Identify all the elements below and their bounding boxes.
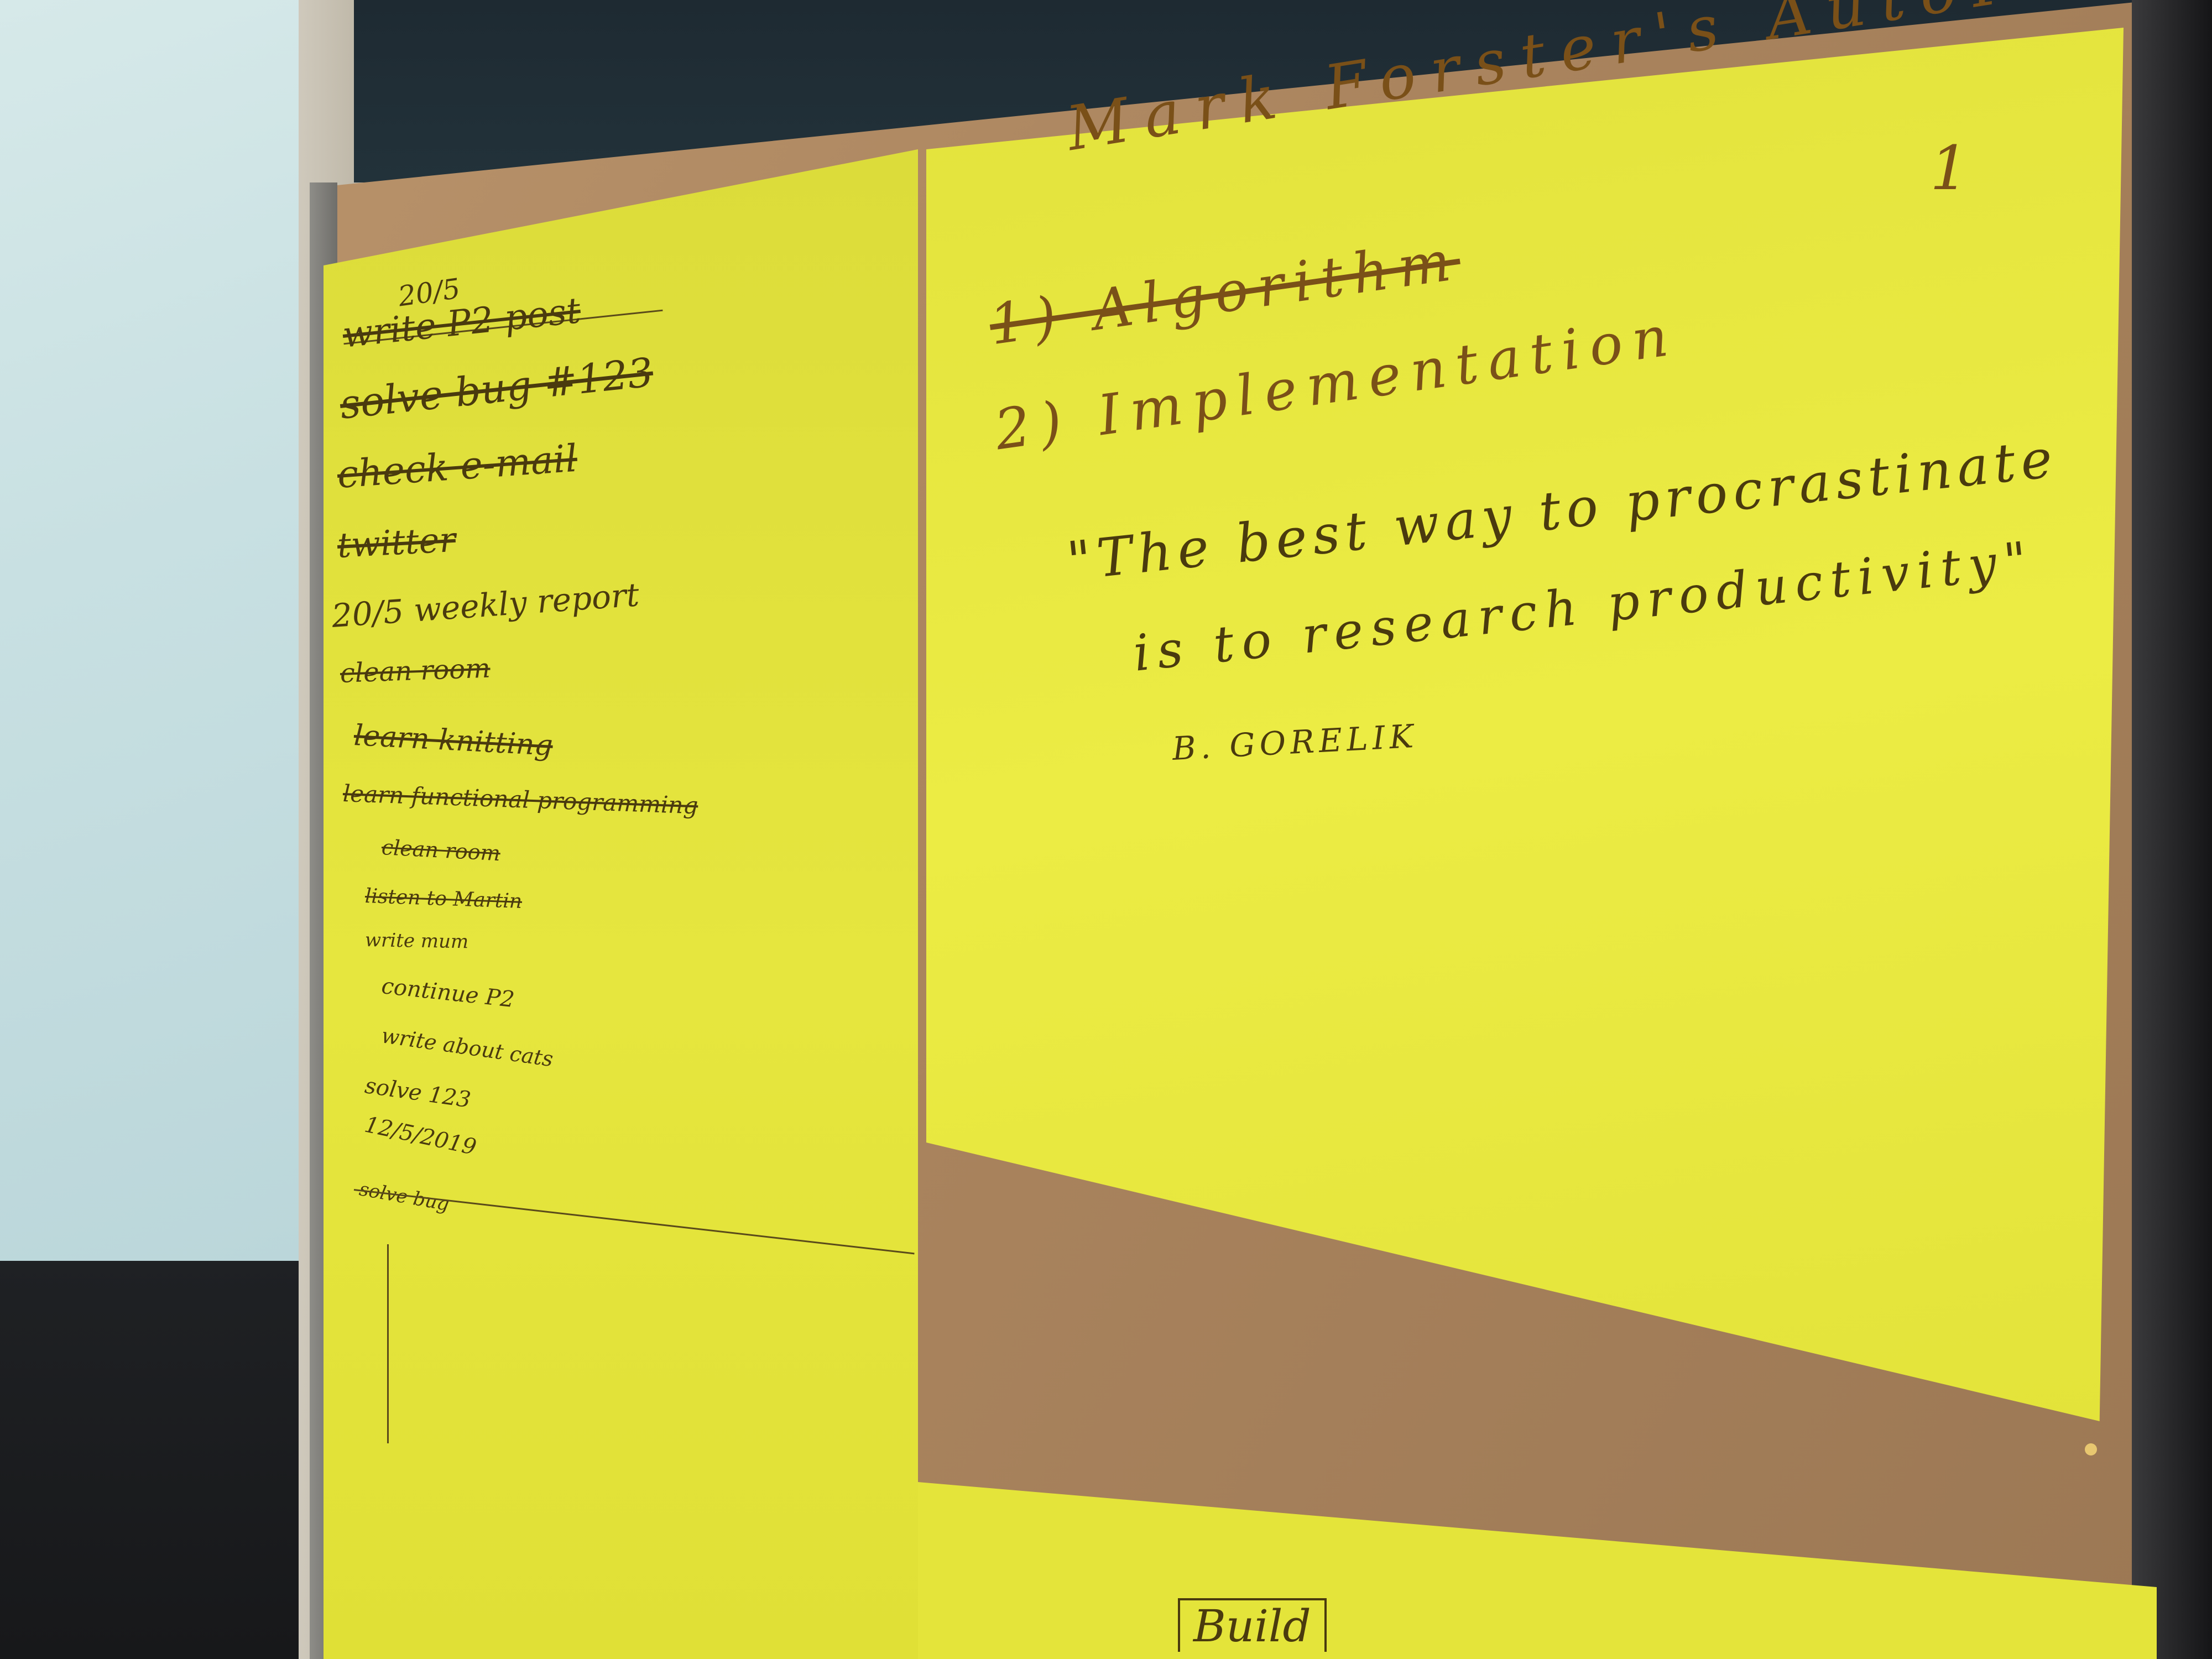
todo-item: clean room [340,653,491,689]
margin-line [387,1244,389,1443]
todo-item: write mum [364,929,469,953]
todo-item: twitter [336,519,457,566]
page-number: 1 [1930,133,1969,204]
push-pin [2085,1443,2097,1455]
screen-shadow [0,1261,299,1659]
board-frame-right [2132,0,2212,1659]
left-todo-sheet [324,149,918,1659]
projector-screen [0,0,299,1366]
right-sheet [926,28,2124,1421]
bottom-sheet-label: Build [1178,1598,1327,1652]
